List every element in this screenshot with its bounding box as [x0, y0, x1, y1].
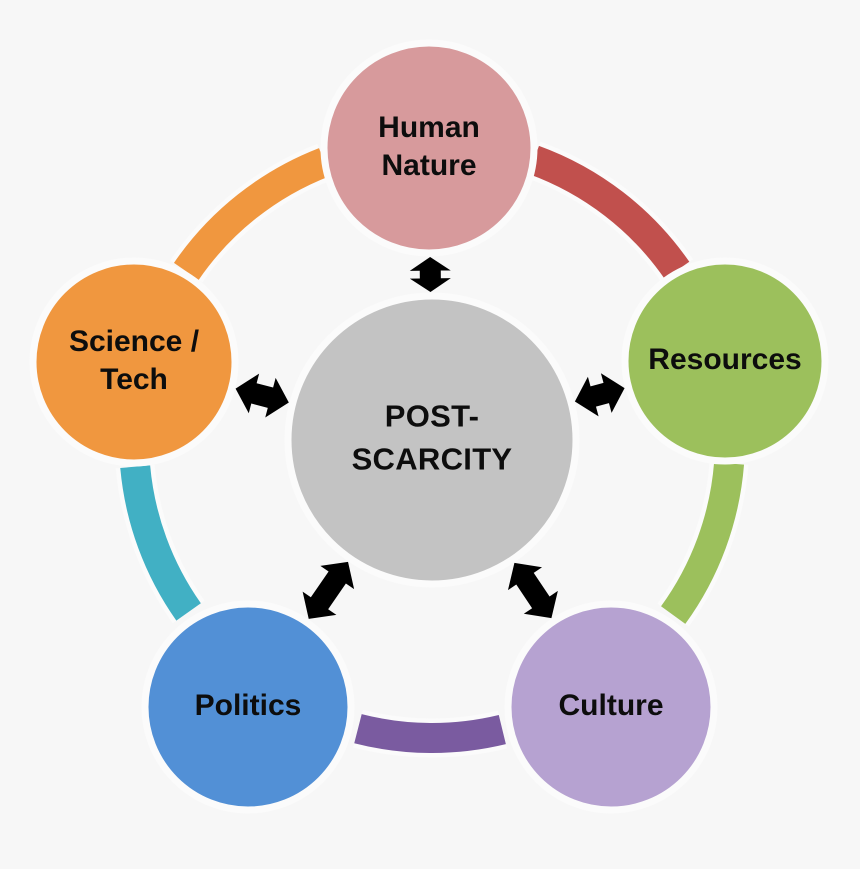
node-resources-circle[interactable]: [621, 257, 829, 465]
arrow-center-human-nature: [409, 256, 451, 293]
arc-culture-politics: [354, 714, 506, 753]
arrow-center-resources: [574, 373, 625, 417]
arc-layer: [115, 141, 749, 758]
arrow-center-culture: [507, 562, 558, 619]
arc-resources-culture: [660, 462, 745, 624]
node-science-tech-circle[interactable]: [29, 257, 239, 467]
arrow-center-politics: [302, 561, 355, 619]
center-node-label: POST-SCARCITY: [352, 399, 513, 477]
node-politics[interactable]: Politics: [141, 600, 355, 814]
node-science-tech-label: Science /Tech: [69, 325, 200, 396]
center-node-group[interactable]: POST-SCARCITY: [284, 292, 580, 588]
node-culture-circle[interactable]: [504, 600, 718, 814]
node-human-nature-circle[interactable]: [320, 39, 538, 257]
arrow-layer: [235, 256, 625, 619]
node-resources[interactable]: Resources: [621, 257, 829, 465]
node-culture[interactable]: Culture: [504, 600, 718, 814]
arc-politics-science: [120, 465, 201, 621]
node-resources-label: Resources: [648, 343, 801, 376]
center-node-circle[interactable]: [284, 292, 580, 588]
node-politics-label: Politics: [195, 689, 302, 722]
arrow-center-science-tech: [235, 373, 289, 418]
node-science-tech[interactable]: Science /Tech: [29, 257, 239, 467]
node-culture-label: Culture: [559, 689, 664, 722]
node-politics-circle[interactable]: [141, 600, 355, 814]
arc-science-human: [173, 148, 330, 280]
arc-human-resources: [528, 145, 690, 280]
